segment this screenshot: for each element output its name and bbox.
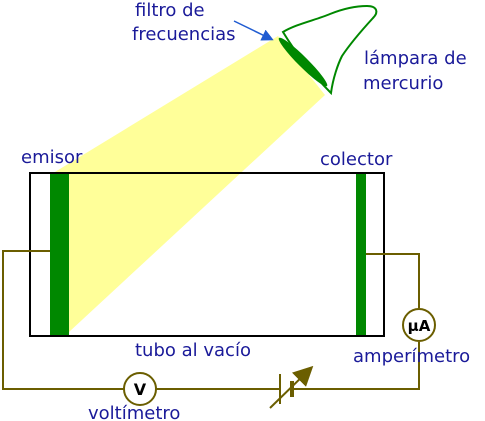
- variable-battery-icon: [269, 365, 314, 409]
- filter-label-line1: filtro de: [135, 0, 205, 21]
- voltmeter-symbol: V: [134, 380, 147, 399]
- collector-label: colector: [320, 149, 393, 170]
- lamp-icon: [281, 4, 378, 96]
- emitter-plate: [50, 174, 69, 335]
- lamp-label-line2: mercurio: [363, 73, 443, 94]
- voltmeter-icon: V: [123, 372, 157, 406]
- ammeter-symbol: μA: [408, 317, 431, 335]
- tube-label: tubo al vacío: [135, 340, 251, 361]
- circuit-wire-right-upper: [366, 253, 420, 308]
- filter-pointer-arrow: [233, 20, 274, 41]
- light-beam: [50, 36, 325, 332]
- circuit-wire-right-lower: [292, 342, 420, 390]
- voltmeter-label: voltímetro: [88, 403, 180, 421]
- ammeter-label: amperímetro: [353, 346, 470, 367]
- lamp-label-line1: lámpara de: [364, 48, 467, 69]
- filter-icon: [278, 37, 328, 87]
- circuit-wire-left: [2, 250, 124, 390]
- filter-label-line2: frecuencias: [132, 24, 236, 45]
- emitter-label: emisor: [21, 147, 83, 168]
- collector-plate: [356, 174, 366, 335]
- ammeter-icon: μA: [402, 308, 436, 342]
